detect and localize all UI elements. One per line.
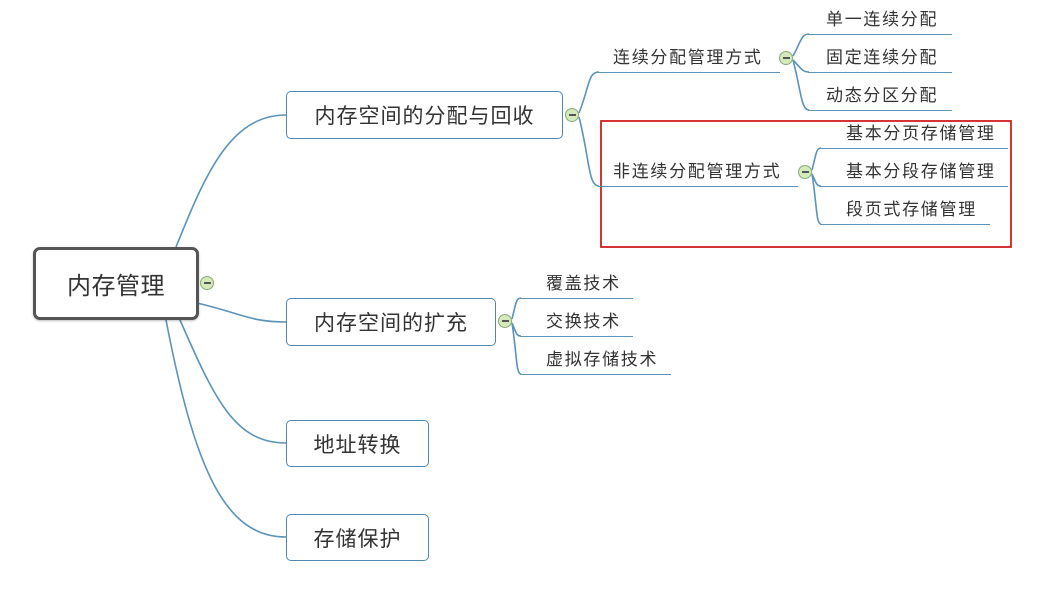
connector-noncontiguous-to-paging — [811, 147, 822, 171]
connector-allocation-to-contiguous — [578, 71, 600, 114]
collapse-toggle-icon[interactable] — [798, 165, 812, 179]
connector-contiguous-to-single — [792, 33, 810, 57]
connector-root-to-address-translation — [179, 319, 287, 444]
connector-noncontiguous-to-segpage — [811, 173, 822, 225]
collapse-toggle-icon[interactable] — [779, 51, 793, 65]
connector-root-to-allocation — [175, 114, 287, 248]
topic-storage-protection[interactable]: 存储保护 — [286, 514, 429, 561]
connector-contiguous-to-dynamic — [792, 59, 810, 111]
collapse-toggle-icon[interactable] — [200, 276, 214, 290]
leaf-segmented-paging[interactable]: 段页式存储管理 — [820, 197, 990, 225]
leaf-dynamic-partition[interactable]: 动态分区分配 — [808, 83, 952, 111]
topic-address-translation[interactable]: 地址转换 — [286, 420, 429, 467]
leaf-basic-segmentation[interactable]: 基本分段存储管理 — [820, 159, 1008, 187]
connector-expansion-to-overlay — [511, 297, 522, 320]
leaf-virtual-memory[interactable]: 虚拟存储技术 — [520, 347, 671, 375]
leaf-basic-paging[interactable]: 基本分页存储管理 — [820, 121, 1008, 149]
leaf-overlay[interactable]: 覆盖技术 — [520, 271, 633, 299]
connector-contiguous-to-fixed — [792, 59, 810, 73]
subtopic-contiguous-allocation[interactable]: 连续分配管理方式 — [598, 45, 780, 73]
subtopic-noncontiguous-allocation[interactable]: 非连续分配管理方式 — [598, 159, 798, 187]
connector-allocation-to-noncontiguous — [578, 116, 600, 187]
leaf-fixed-contiguous[interactable]: 固定连续分配 — [808, 45, 952, 73]
connector-root-to-storage-protection — [165, 319, 287, 538]
connector-expansion-to-virtual — [511, 322, 522, 375]
connector-root-to-expansion — [196, 302, 287, 323]
root-topic[interactable]: 内存管理 — [33, 247, 199, 320]
collapse-toggle-icon[interactable] — [498, 314, 512, 328]
collapse-toggle-icon[interactable] — [565, 108, 579, 122]
leaf-single-contiguous[interactable]: 单一连续分配 — [808, 7, 952, 35]
highlight-box — [600, 120, 1012, 248]
topic-memory-allocation[interactable]: 内存空间的分配与回收 — [286, 91, 563, 139]
leaf-swapping[interactable]: 交换技术 — [520, 309, 633, 337]
topic-memory-expansion[interactable]: 内存空间的扩充 — [286, 298, 496, 346]
